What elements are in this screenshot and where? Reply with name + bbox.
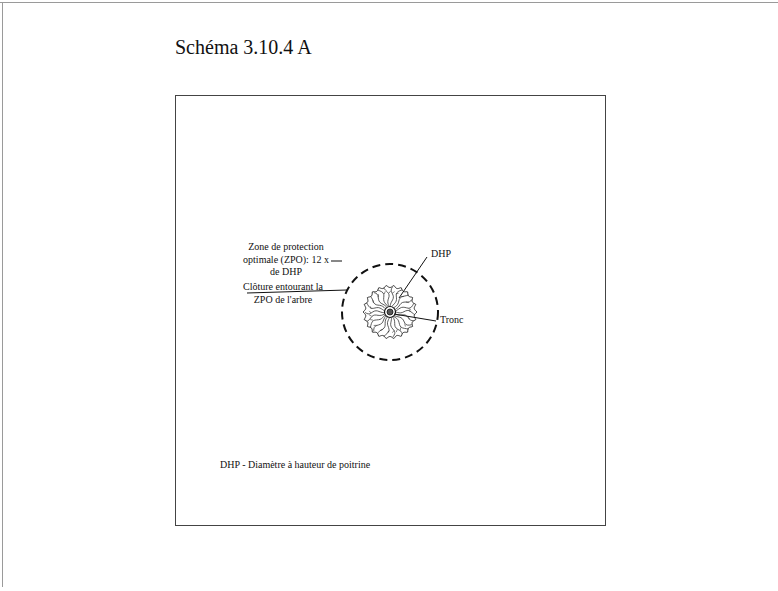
trunk-symbol — [385, 307, 396, 318]
branch-stroke — [401, 296, 404, 297]
branch-stroke — [390, 287, 393, 306]
branch-stroke — [400, 328, 401, 331]
branch-stroke — [374, 293, 387, 307]
branch-stroke — [374, 316, 386, 331]
branch-stroke — [378, 294, 379, 297]
branch-stroke — [365, 311, 384, 314]
leader-line — [399, 257, 427, 298]
branch-stroke — [394, 295, 409, 307]
branch-stroke — [396, 293, 399, 294]
page-edge — [0, 2, 778, 3]
branch-stroke — [396, 303, 414, 310]
branch-stroke — [378, 290, 388, 306]
branch-stroke — [391, 318, 395, 337]
branch-stroke — [392, 292, 394, 294]
callout-label: DHP — [431, 248, 471, 261]
branch-stroke — [374, 325, 377, 326]
frame — [176, 96, 606, 526]
branch-stroke — [406, 301, 409, 303]
branch-stroke — [392, 330, 394, 332]
branch-stroke — [367, 314, 385, 322]
branch-stroke — [370, 306, 371, 309]
branch-stroke — [408, 309, 411, 310]
callout-label: Clôture entourant la ZPO de l'arbre — [240, 281, 326, 306]
branch-stroke — [394, 317, 409, 329]
branch-stroke — [408, 317, 409, 320]
branch-stroke — [387, 331, 389, 333]
legend-note: DHP - Diamètre à hauteur de poitrine — [220, 459, 480, 472]
tree-canopy — [363, 286, 417, 339]
branch-stroke — [404, 324, 406, 327]
branch-stroke — [384, 291, 385, 294]
leader-line — [331, 261, 342, 262]
branch-stroke — [384, 288, 390, 306]
callout-label: Tronc — [440, 314, 480, 327]
branch-stroke — [370, 296, 385, 308]
branch-stroke — [369, 311, 371, 313]
callout-label: Zone de protection optimale (ZPO): 12 x … — [240, 241, 332, 279]
diagram-title: Schéma 3.10.4 A — [175, 36, 312, 59]
canopy-outline — [363, 286, 417, 339]
branch-stroke — [395, 316, 412, 325]
page-edge — [2, 2, 3, 587]
branch-stroke — [370, 319, 373, 321]
branch-stroke — [409, 310, 411, 312]
branch-stroke — [380, 329, 383, 330]
branch-stroke — [372, 300, 374, 303]
branch-stroke — [396, 329, 397, 332]
leader-line — [394, 314, 436, 321]
branch-stroke — [389, 291, 391, 293]
branch-stroke — [370, 315, 384, 328]
branch-stroke — [369, 315, 372, 316]
fence-circle — [342, 264, 438, 360]
trunk-core — [387, 309, 393, 315]
